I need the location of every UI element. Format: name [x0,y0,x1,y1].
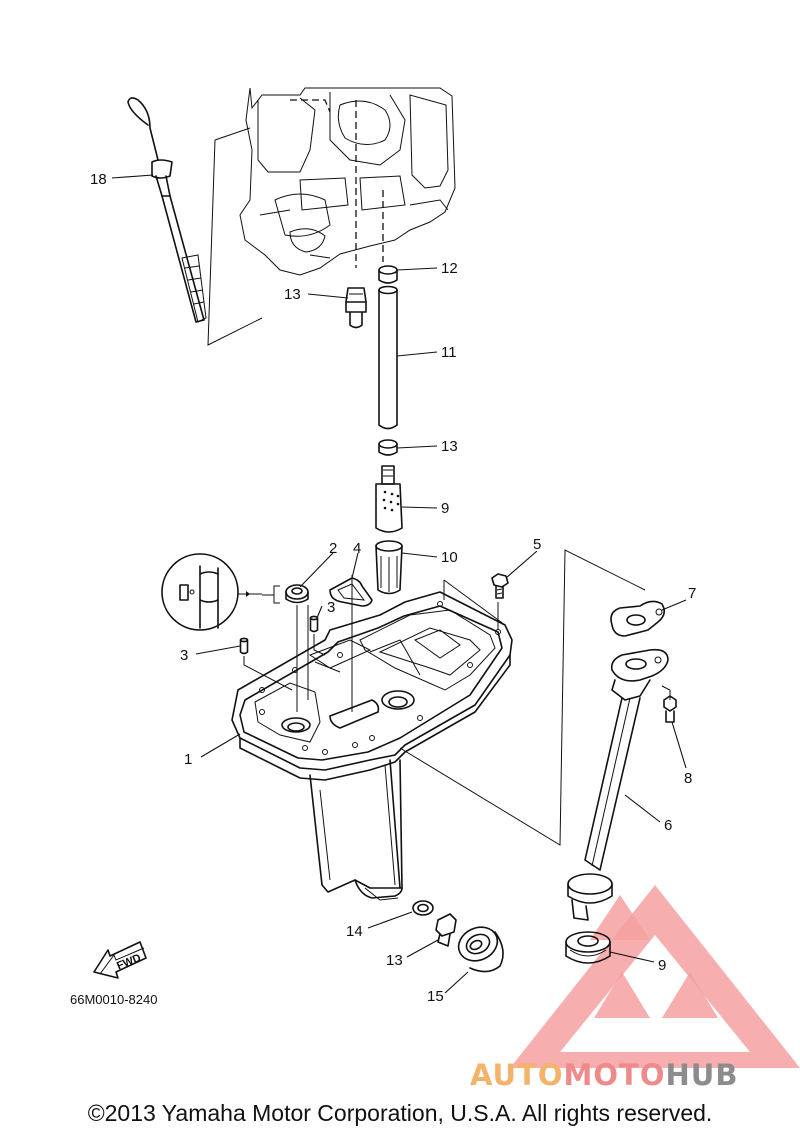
watermark-logo [510,885,800,1068]
callout-17: 15 [427,988,444,1005]
callout-9: 9 [658,957,666,974]
bolt-5 [491,573,509,599]
copyright-notice: ©2013 Yamaha Motor Corporation, U.S.A. A… [87,1100,713,1126]
fwd-label: FWD [115,952,143,973]
svg-text:AUTOMOTOHUB: AUTOMOTOHUB [470,1058,738,1092]
watermark-text-1: AUTO [470,1058,564,1092]
suction-pipe [378,285,398,430]
callout-18: 18 [90,171,107,188]
grommet-upper [378,265,398,284]
callout-6: 6 [664,817,672,834]
drain-grommet [457,926,504,973]
bolt-8 [663,695,677,723]
callout-2: 2 [329,540,337,557]
callout-11: 10 [441,549,458,566]
oil-pan [231,591,513,901]
drain-bolt [435,913,457,947]
leader-lines [111,174,687,994]
callout-3-left: 3 [180,647,188,664]
dipstick [127,97,207,323]
strainer-gasket [329,575,373,712]
callout-5: 5 [533,536,541,553]
assembly-reference-lines [243,549,671,846]
dowel-pin-left [239,637,249,655]
oil-strainer-fitting [345,287,367,329]
exhaust-seal-9 [565,931,611,964]
callout-13-upper: 12 [441,260,458,277]
watermark-wordmark: AUTOMOTOHUB [470,1058,738,1092]
callout-10: 9 [441,500,449,517]
callout-7: 7 [688,585,696,602]
strainer-holder [375,540,403,595]
forward-direction-arrow: FWD [93,941,147,979]
watermark-text-2: MOTO [564,1058,666,1092]
exhaust-gasket [610,600,666,637]
callout-14: 13 [284,286,301,303]
callout-4: 4 [353,540,361,557]
callout-labels: 18 13 12 11 13 9 10 2 4 3 3 5 7 8 6 9 1 … [90,171,696,1005]
callout-13-lower: 13 [441,438,458,455]
dowel-pin-right [309,615,319,633]
callout-8: 8 [684,770,692,787]
callout-3-right: 3 [327,599,335,616]
callout-16: 14 [346,923,363,940]
oil-strainer [375,465,403,533]
engine-block-outline [207,87,456,346]
callout-1: 1 [184,751,192,768]
callout-15: 13 [386,952,403,969]
exhaust-pipe [567,648,669,921]
watermark-text-3: HUB [666,1058,739,1092]
oil-seal-with-inset [161,553,309,631]
drain-washer [412,900,434,916]
diagram-part-code: 66M0010-8240 [70,992,157,1007]
grommet-lower [378,439,398,456]
callout-12: 11 [441,344,457,361]
